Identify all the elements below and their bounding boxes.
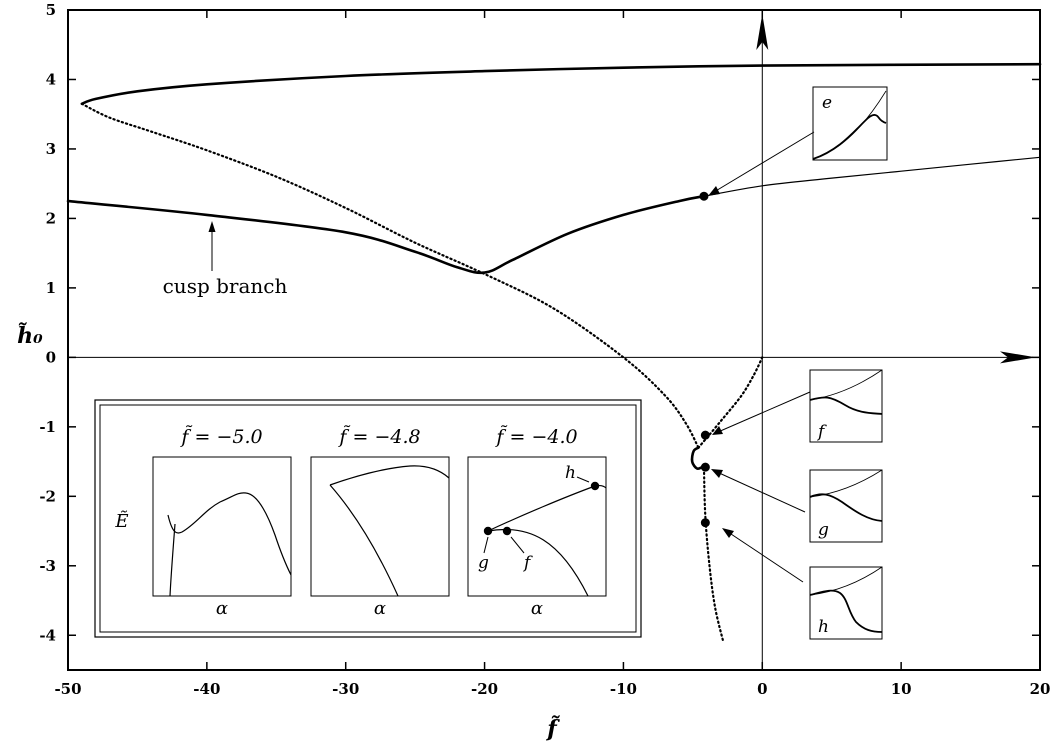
inset-label-f: f bbox=[522, 553, 533, 573]
inset-ylabel: Ẽ bbox=[114, 510, 128, 532]
pointer-f-head bbox=[712, 426, 723, 435]
y-tick-label: -4 bbox=[39, 626, 56, 644]
pointer-g-head bbox=[711, 469, 723, 478]
y-tick-label: 4 bbox=[46, 70, 56, 88]
x-tick-label: 20 bbox=[1030, 680, 1051, 698]
inset-arrow-h bbox=[576, 476, 590, 483]
y-tick-label: -2 bbox=[39, 487, 56, 505]
inset-label-g: g bbox=[478, 553, 489, 573]
cusp-branch-arrow-head bbox=[208, 221, 216, 232]
inset-arrow-f bbox=[510, 536, 525, 554]
zero-horizontal-arrow bbox=[1000, 351, 1036, 364]
x-tick-label: 10 bbox=[891, 680, 912, 698]
x-tick-label: -20 bbox=[471, 680, 498, 698]
pointer-f bbox=[717, 391, 811, 433]
inset-panel-1-curve-2 bbox=[169, 523, 176, 597]
inset-title-2: f̃ = −4.8 bbox=[337, 425, 420, 448]
right-inset-e-curve-2 bbox=[812, 90, 887, 160]
left-inset: f̃ = −5.0 f̃ = −4.8 f̃ = −4.0 Ẽ α α α h … bbox=[94, 399, 642, 638]
zero-vertical-arrow bbox=[756, 14, 769, 50]
inset-title-1: f̃ = −5.0 bbox=[179, 425, 262, 448]
inset-panel-2-curve bbox=[329, 465, 450, 486]
right-inset-h-curve-2 bbox=[809, 566, 883, 596]
y-tick-label: 2 bbox=[46, 209, 56, 227]
inset-panel-3-curve-2 bbox=[487, 528, 589, 597]
cusp-branch-label: cusp branch bbox=[163, 274, 288, 298]
plot-frame bbox=[67, 9, 1041, 671]
inset-panel-2-curve-2 bbox=[329, 484, 399, 597]
y-tick-label: 5 bbox=[46, 1, 56, 19]
right-inset-f-label: f bbox=[816, 422, 827, 442]
y-tick-label: 3 bbox=[46, 140, 56, 158]
pointer-arrows bbox=[708, 131, 815, 583]
y-tick-label: 1 bbox=[46, 279, 56, 297]
pointer-e bbox=[713, 131, 815, 193]
right-inset-g-label: g bbox=[818, 520, 829, 540]
inset-panel-3 bbox=[467, 456, 607, 597]
right-inset-h-label: h bbox=[818, 617, 829, 637]
series-line-dotted bbox=[80, 102, 700, 449]
right-inset-g bbox=[809, 469, 883, 543]
inset-arrow-g bbox=[483, 536, 489, 554]
x-tick-label: -40 bbox=[193, 680, 220, 698]
pointer-g bbox=[716, 471, 806, 513]
x-tick-label: 0 bbox=[757, 680, 767, 698]
inset-xlabel-2: α bbox=[374, 598, 386, 619]
inset-point-f bbox=[502, 526, 512, 536]
series-line-dotted bbox=[702, 467, 725, 644]
inset-point-g bbox=[483, 526, 493, 536]
inset-panel-1-curve bbox=[167, 492, 292, 576]
right-insets: e f g h bbox=[809, 86, 888, 640]
series-line-thick-solid bbox=[66, 194, 706, 275]
inset-label-h: h bbox=[565, 463, 576, 483]
y-tick-label: -1 bbox=[39, 418, 56, 436]
y-axis-label: h̃₀ bbox=[17, 323, 43, 349]
inset-xlabel-1: α bbox=[216, 598, 228, 619]
right-inset-f-curve-2 bbox=[809, 369, 883, 401]
series-line-dotted bbox=[697, 356, 764, 449]
series-line-thin-solid bbox=[703, 156, 1041, 197]
inset-panel-2 bbox=[310, 456, 450, 597]
right-inset-e-label: e bbox=[822, 93, 832, 113]
inset-panel-3-curve bbox=[487, 485, 607, 532]
right-inset-e-curve bbox=[812, 114, 887, 160]
right-inset-e bbox=[812, 86, 888, 161]
series-layer bbox=[66, 62, 1042, 644]
right-inset-h-curve bbox=[809, 589, 883, 633]
inset-point-h bbox=[590, 481, 600, 491]
series-line-thick-solid bbox=[80, 62, 1042, 106]
marked-point-e bbox=[699, 191, 709, 201]
marked-point-f bbox=[700, 430, 710, 440]
right-inset-g-curve-2 bbox=[809, 469, 883, 498]
y-tick-label: 0 bbox=[46, 348, 56, 366]
x-axis-label: f̃ bbox=[545, 716, 561, 742]
inset-panel-1 bbox=[152, 456, 292, 597]
pointer-e-head bbox=[708, 186, 720, 196]
x-tick-label: -50 bbox=[54, 680, 81, 698]
pointer-h-head bbox=[722, 528, 734, 538]
x-tick-label: -30 bbox=[332, 680, 359, 698]
marked-point-g bbox=[700, 462, 710, 472]
y-tick-label: -3 bbox=[39, 557, 56, 575]
inset-title-3: f̃ = −4.0 bbox=[494, 425, 577, 448]
x-tick-label: -10 bbox=[610, 680, 637, 698]
marked-point-h bbox=[700, 518, 710, 528]
right-inset-g-curve bbox=[809, 493, 883, 522]
inset-xlabel-3: α bbox=[531, 598, 543, 619]
pointer-h bbox=[727, 531, 804, 583]
